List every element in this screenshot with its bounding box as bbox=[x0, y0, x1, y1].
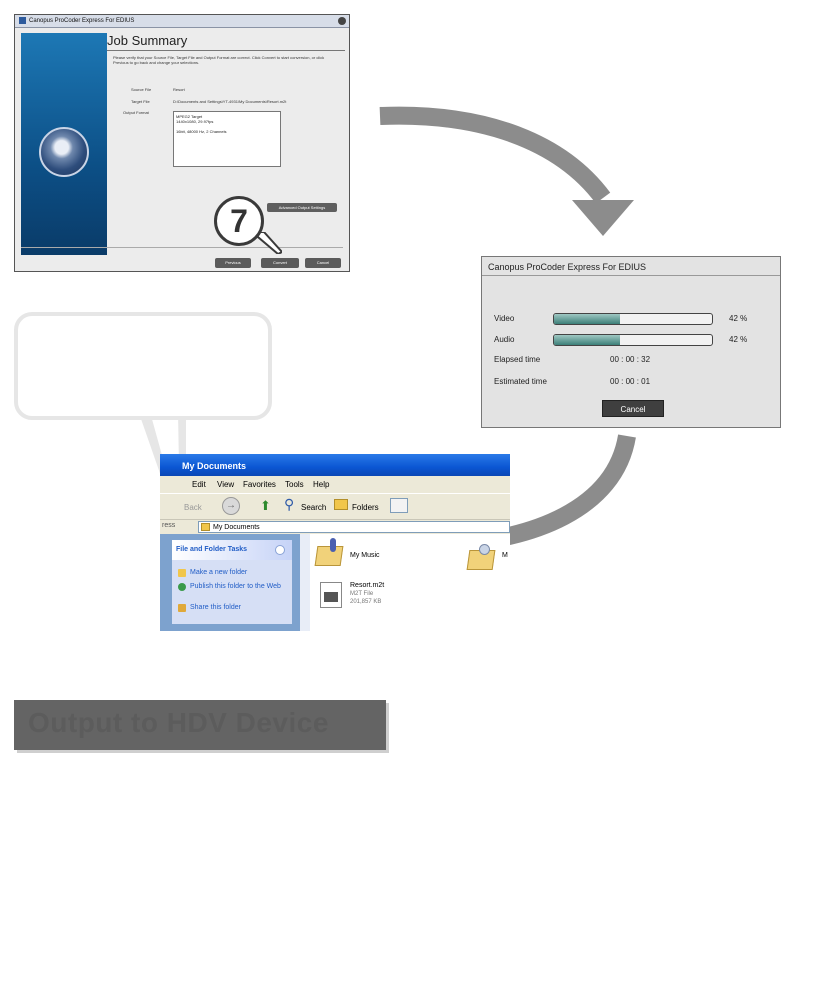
menu-edit[interactable]: Edit bbox=[192, 480, 206, 489]
video-percent: 42 % bbox=[729, 314, 748, 323]
audio-percent: 42 % bbox=[729, 335, 748, 344]
audio-label: Audio bbox=[494, 335, 515, 344]
target-file-value: D:\Documents and Settings\YT-4931\My Doc… bbox=[173, 99, 287, 104]
address-label: ress bbox=[162, 522, 176, 529]
progress-dialog-title: Canopus ProCoder Express For EDIUS bbox=[488, 262, 647, 272]
explorer-titlebar: My Documents bbox=[160, 454, 510, 476]
output-format-label: Output Format bbox=[123, 110, 149, 115]
explorer-window: My Documents Edit View Favorites Tools H… bbox=[160, 454, 510, 631]
previous-button[interactable]: Previous bbox=[215, 258, 251, 268]
audio-progress-bar bbox=[553, 334, 713, 346]
video-progress-bar bbox=[553, 313, 713, 325]
divider bbox=[21, 247, 343, 248]
target-file-label: Target File bbox=[131, 99, 150, 104]
share-icon bbox=[178, 604, 186, 612]
new-folder-icon bbox=[178, 569, 186, 577]
file-name[interactable]: M bbox=[502, 552, 508, 559]
folder-icon bbox=[201, 523, 210, 531]
task-share-folder[interactable]: Share this folder bbox=[178, 604, 241, 612]
source-file-label: Source File bbox=[131, 87, 152, 92]
output-format-box: MPEG2 Target 1440x1080, 29.97fps 16bit, … bbox=[173, 111, 281, 167]
arrowhead-to-progress bbox=[572, 200, 634, 236]
explorer-toolbar: Back → ⬆ ⚲ Search Folders bbox=[160, 493, 510, 520]
callout-bubble bbox=[14, 312, 272, 420]
cancel-button[interactable]: Cancel bbox=[602, 400, 664, 417]
convert-button[interactable]: Convert bbox=[261, 258, 299, 268]
format-line: MPEG2 Target bbox=[176, 114, 203, 119]
advanced-output-settings-button[interactable]: Advanced Output Settings bbox=[267, 203, 337, 212]
globe-icon bbox=[178, 583, 186, 591]
tasks-header[interactable]: File and Folder Tasks bbox=[172, 540, 292, 560]
divider bbox=[482, 275, 780, 276]
my-music-folder-icon[interactable] bbox=[314, 538, 344, 568]
format-line: 1440x1080, 29.97fps bbox=[176, 119, 214, 124]
job-window-title: Canopus ProCoder Express For EDIUS bbox=[29, 18, 135, 24]
address-input[interactable]: My Documents bbox=[198, 521, 510, 533]
task-publish-web[interactable]: Publish this folder to the Web bbox=[178, 583, 288, 591]
search-icon[interactable]: ⚲ bbox=[284, 496, 295, 512]
task-make-folder[interactable]: Make a new folder bbox=[178, 569, 247, 577]
source-file-value: Resort bbox=[173, 87, 185, 92]
m2t-file-icon[interactable] bbox=[320, 582, 342, 608]
page-title: Job Summary bbox=[107, 33, 188, 48]
menu-view[interactable]: View bbox=[217, 480, 235, 489]
estimated-time-value: 00 : 00 : 01 bbox=[610, 377, 651, 386]
step-number-badge: 7 bbox=[214, 196, 264, 246]
job-window-titlebar: Canopus ProCoder Express For EDIUS bbox=[15, 15, 349, 28]
file-name[interactable]: My Music bbox=[350, 552, 380, 559]
forward-icon[interactable]: → bbox=[222, 497, 240, 515]
section-title: Output to HDV Device bbox=[28, 707, 329, 738]
views-icon[interactable] bbox=[390, 498, 408, 513]
video-progress-fill bbox=[554, 314, 621, 324]
menu-bar: Edit View Favorites Tools Help bbox=[160, 476, 510, 493]
up-folder-icon[interactable]: ⬆ bbox=[260, 498, 271, 513]
format-line: 16bit, 48000 Hz, 2 Channels bbox=[176, 129, 227, 134]
folders-button[interactable]: Folders bbox=[352, 503, 379, 512]
task-label: Share this folder bbox=[190, 604, 241, 611]
menu-help[interactable]: Help bbox=[313, 480, 330, 489]
address-bar: ress My Documents bbox=[160, 520, 510, 534]
estimated-time-label: Estimated time bbox=[494, 377, 547, 386]
cancel-button[interactable]: Cancel bbox=[305, 258, 341, 268]
collapse-icon[interactable] bbox=[275, 545, 285, 555]
job-instructions: Please verify that your Source File, Tar… bbox=[113, 55, 325, 65]
menu-tools[interactable]: Tools bbox=[285, 480, 304, 489]
step-pointer bbox=[252, 232, 282, 254]
folders-icon[interactable] bbox=[334, 499, 348, 510]
task-label: Publish this folder to the Web bbox=[190, 583, 281, 590]
file-name: Resort.m2t bbox=[350, 582, 385, 589]
elapsed-time-value: 00 : 00 : 32 bbox=[610, 355, 651, 364]
back-button[interactable]: Back bbox=[184, 503, 202, 512]
folder-icon[interactable] bbox=[466, 544, 496, 572]
file-type: M2T File bbox=[350, 591, 374, 597]
app-icon bbox=[19, 16, 26, 24]
arrow-to-progress bbox=[379, 106, 611, 204]
file-list-item[interactable]: Resort.m2t M2T File 201,857 KB bbox=[350, 582, 384, 606]
audio-progress-fill bbox=[554, 335, 621, 345]
conversion-progress-dialog: Canopus ProCoder Express For EDIUS Video… bbox=[481, 256, 781, 428]
section-banner: Output to HDV Device bbox=[14, 700, 386, 750]
procoder-logo-icon bbox=[39, 127, 89, 177]
task-label: Make a new folder bbox=[190, 569, 248, 576]
elapsed-time-label: Elapsed time bbox=[494, 355, 541, 364]
close-icon[interactable] bbox=[338, 17, 346, 25]
scrollbar[interactable] bbox=[300, 534, 310, 631]
divider bbox=[107, 50, 345, 51]
menu-favorites[interactable]: Favorites bbox=[243, 480, 276, 489]
search-button[interactable]: Search bbox=[301, 503, 327, 512]
address-value: My Documents bbox=[213, 524, 260, 531]
video-label: Video bbox=[494, 314, 515, 323]
file-size: 201,857 KB bbox=[350, 599, 382, 605]
job-summary-window: Canopus ProCoder Express For EDIUS Job S… bbox=[14, 14, 350, 272]
job-sidebar-graphic bbox=[21, 33, 107, 255]
